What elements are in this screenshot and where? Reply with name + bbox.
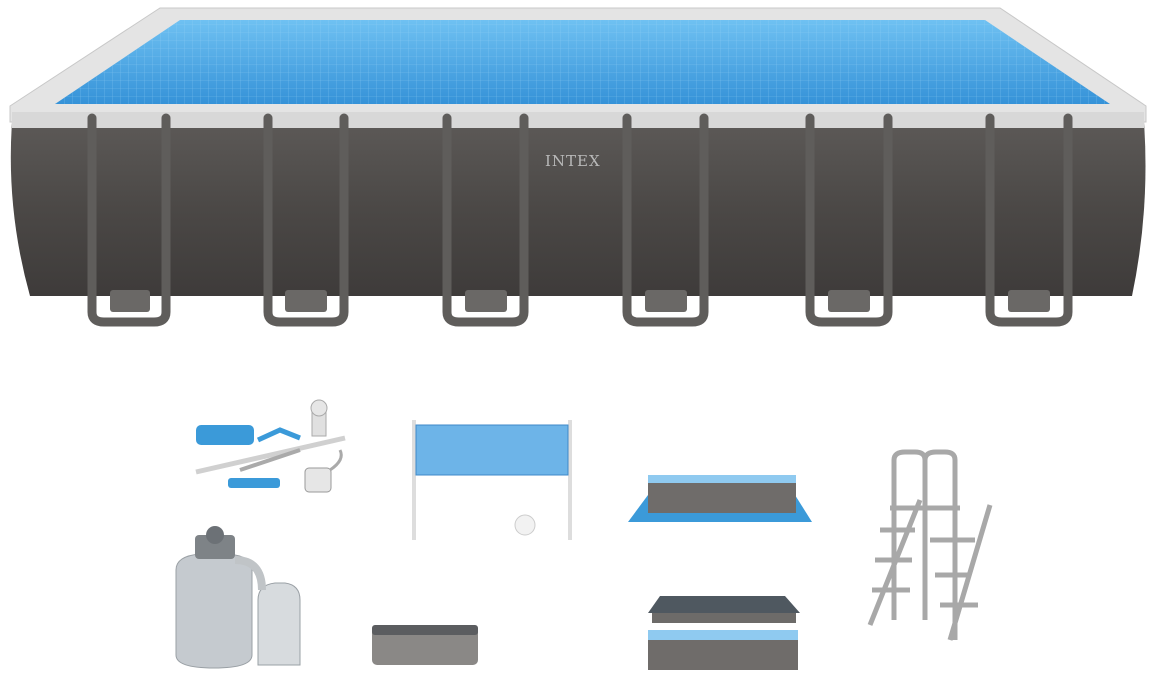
pool-wall xyxy=(10,122,1146,296)
pool-ladder xyxy=(867,449,993,641)
covered-pool-comparison xyxy=(648,596,800,670)
volleyball-net xyxy=(412,420,572,540)
pool-feet xyxy=(110,290,1050,312)
pool xyxy=(9,7,1147,327)
maintenance-kit xyxy=(195,399,346,493)
sand-filter-pump xyxy=(175,526,301,669)
intex-brand-logo: INTEX xyxy=(545,152,601,170)
pool-legs xyxy=(87,113,1073,327)
pool-cover xyxy=(372,625,478,665)
ground-cloth-pool xyxy=(628,475,812,522)
